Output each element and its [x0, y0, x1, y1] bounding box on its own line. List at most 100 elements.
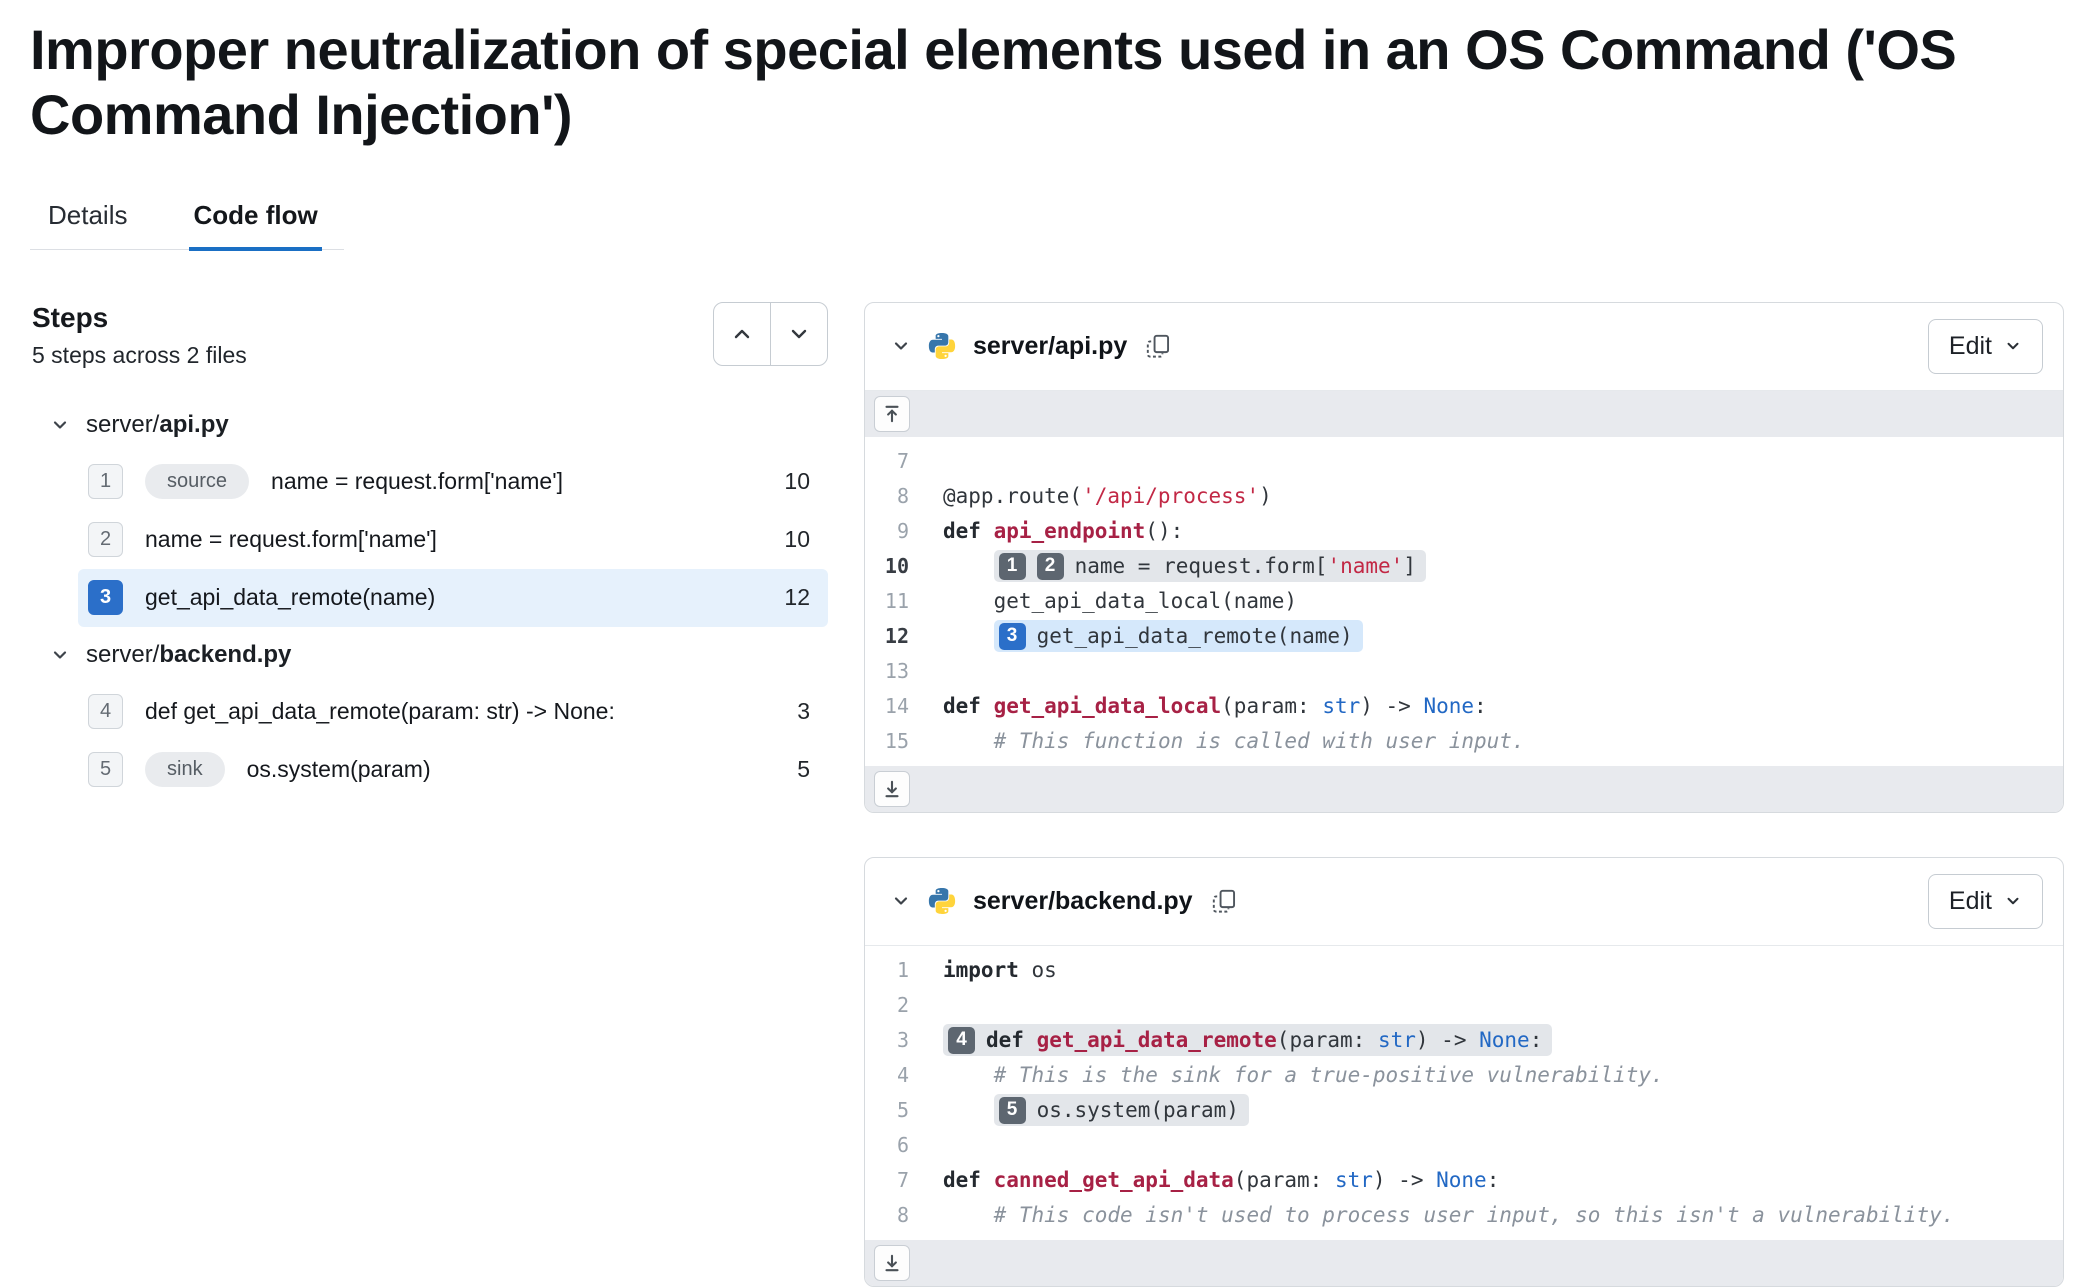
step-code-text: get_api_data_remote(name) [145, 584, 436, 611]
step-number: 5 [88, 752, 123, 788]
line-number: 7 [896, 449, 909, 474]
code-token: : [1529, 1028, 1543, 1053]
expand-up-button[interactable] [874, 395, 910, 432]
python-icon [927, 331, 957, 361]
step-number: 2 [88, 522, 123, 558]
python-icon [927, 886, 957, 916]
tab-details[interactable]: Details [44, 194, 131, 251]
step-line-number: 10 [784, 526, 810, 553]
line-content: def canned_get_api_data(param: str) -> N… [909, 1168, 1499, 1192]
line-number: 10 [884, 554, 909, 579]
step-marker[interactable]: 4 [948, 1026, 975, 1054]
line-content: def get_api_data_local(param: str) -> No… [909, 694, 1487, 718]
code-token: # This function is called with user inpu… [993, 729, 1525, 754]
line-content: # This is the sink for a true-positive v… [909, 1063, 1664, 1087]
code-token: def [943, 1168, 994, 1193]
line-content: def api_endpoint(): [909, 519, 1183, 543]
step-marker[interactable]: 5 [998, 1096, 1026, 1124]
chevron-down-icon [50, 645, 70, 665]
code-token: (param: [1233, 1168, 1335, 1193]
code-line: 8 # This code isn't used to process user… [865, 1198, 2063, 1233]
step-code-text: os.system(param) [246, 756, 431, 783]
code-line: 8@app.route('/api/process') [865, 479, 2063, 514]
steps-panel-header: Steps 5 steps across 2 files [30, 301, 828, 369]
line-number: 4 [896, 1063, 909, 1088]
line-content: # This function is called with user inpu… [909, 729, 1525, 753]
expand-down-icon [881, 1252, 903, 1274]
tab-code-flow[interactable]: Code flow [189, 194, 322, 251]
copy-icon [1211, 888, 1238, 915]
file-group-header[interactable]: server/api.py [30, 397, 828, 453]
expand-down-button[interactable] [874, 770, 910, 807]
step-line-number: 3 [797, 698, 810, 725]
file-base-name: api.py [159, 410, 229, 438]
step-marker[interactable]: 1 [998, 552, 1026, 580]
line-number: 8 [896, 484, 909, 509]
code-token: api_endpoint [993, 519, 1146, 544]
steps-panel: Steps 5 steps across 2 files [30, 301, 828, 1287]
code-token: get_api_data_remote(name) [1036, 624, 1353, 649]
chevron-down-icon[interactable] [891, 336, 911, 356]
copy-file-path-button[interactable] [1209, 886, 1240, 917]
tabs: Details Code flow [30, 194, 344, 251]
code-token: # This code isn't used to process user i… [993, 1203, 1955, 1228]
step-marker[interactable]: 2 [1036, 552, 1064, 580]
code-line: 4 # This is the sink for a true-positive… [865, 1058, 2063, 1093]
previous-step-button[interactable] [713, 301, 771, 366]
code-token: ] [1403, 554, 1416, 579]
line-number: 12 [884, 624, 909, 649]
code-indent [943, 1098, 994, 1122]
line-content: @app.route('/api/process') [909, 484, 1272, 508]
code-token: def [943, 694, 994, 719]
chevron-down-icon[interactable] [891, 891, 911, 911]
line-number: 3 [896, 1028, 909, 1053]
code-line: 6 [865, 1128, 2063, 1163]
code-token: import [943, 958, 1032, 983]
copy-file-path-button[interactable] [1143, 331, 1174, 362]
line-content: # This code isn't used to process user i… [909, 1203, 1955, 1228]
line-number: 2 [896, 993, 909, 1018]
code-token: (param: [1221, 694, 1323, 719]
code-token: os.system(param) [1036, 1098, 1239, 1123]
file-group-header[interactable]: server/backend.py [30, 627, 828, 683]
line-number: 6 [896, 1133, 909, 1158]
step-number: 1 [88, 464, 123, 500]
expand-down-icon [881, 778, 903, 800]
code-token: (param: [1276, 1028, 1378, 1053]
steps-subheading: 5 steps across 2 files [32, 341, 247, 368]
expand-code-down-bar [865, 1239, 2063, 1286]
step-code-text: name = request.form['name'] [271, 468, 563, 495]
edit-button[interactable]: Edit [1927, 873, 2043, 929]
steps-heading: Steps [32, 301, 109, 333]
chevron-down-icon [2004, 337, 2022, 355]
code-token: ) [1259, 484, 1272, 509]
step-navigation [713, 301, 828, 366]
edit-button[interactable]: Edit [1927, 318, 2043, 374]
code-line: 11 get_api_data_local(name) [865, 584, 2063, 619]
expand-down-button[interactable] [874, 1244, 910, 1281]
step-marker[interactable]: 3 [998, 622, 1026, 650]
step-badge: sink [145, 752, 225, 788]
page-title: Improper neutralization of special eleme… [30, 18, 1957, 146]
line-content: import os [909, 958, 1057, 982]
next-step-button[interactable] [770, 301, 828, 366]
code-token: name = request.form[ [1074, 554, 1328, 579]
line-number: 15 [884, 729, 909, 754]
code-token: # This is the sink for a true-positive v… [993, 1063, 1664, 1088]
code-token: canned_get_api_data [993, 1168, 1234, 1193]
line-number: 7 [896, 1168, 909, 1193]
